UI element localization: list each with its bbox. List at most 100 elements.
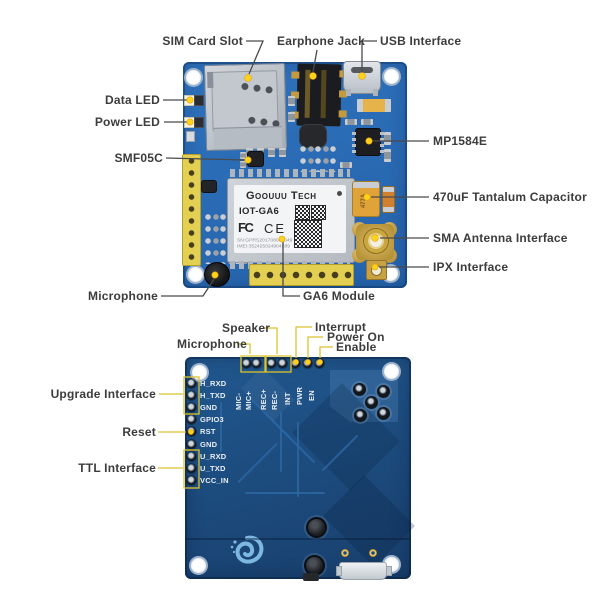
label-earphone-jack: Earphone Jack — [277, 34, 365, 48]
ce-mark: CE — [264, 221, 287, 236]
mp1584e-chip — [352, 129, 384, 155]
small-capacitor — [382, 186, 395, 213]
mount-hole — [384, 364, 399, 379]
earphone-jack — [290, 63, 348, 127]
tantalum-capacitor: 477A — [352, 181, 380, 217]
solder-joint — [377, 407, 390, 420]
transistor — [202, 181, 216, 192]
pin-h-rxd — [187, 379, 196, 388]
label-sim-card-slot: SIM Card Slot — [162, 34, 243, 48]
sim-card-slot — [203, 62, 288, 152]
pin-gnd2 — [187, 440, 196, 449]
bottom-connector — [303, 573, 319, 581]
pin-label: H_TXD — [200, 391, 226, 400]
sma-connector — [352, 220, 398, 264]
label-enable: Enable — [336, 340, 377, 354]
pin-label: INT — [283, 392, 292, 405]
label-ipx-interface: IPX Interface — [433, 260, 509, 274]
ga6-module-label: Goouuu Tech IOT-GA6 FC CE SN:GPRS2017080… — [234, 185, 346, 253]
solder-joint — [353, 383, 366, 396]
pin-pwr — [303, 359, 312, 368]
mount-hole — [186, 70, 201, 85]
pin-mic-plus — [252, 359, 261, 368]
standoff — [306, 517, 327, 538]
pin-u-txd — [187, 464, 196, 473]
mount-hole — [192, 365, 207, 380]
label-microphone-bottom: Microphone — [177, 337, 247, 351]
label-ga6-module: GA6 Module — [303, 289, 376, 303]
capacitor — [288, 112, 295, 122]
label-usb-interface: USB Interface — [380, 34, 462, 48]
pin-label: U_RXD — [200, 452, 227, 461]
passives-grid — [300, 146, 336, 172]
header-bottom — [249, 264, 354, 286]
usb-silhouette — [336, 562, 392, 580]
label-interrupt: Interrupt — [315, 320, 367, 334]
header-left — [182, 154, 201, 266]
gold-pad — [369, 549, 377, 557]
pin-gpio3 — [187, 415, 196, 424]
ga6-brand-text: Goouuu Tech — [246, 190, 317, 202]
pin-label: EN — [307, 390, 316, 401]
qr-code-small — [295, 205, 310, 220]
label-data-led: Data LED — [105, 93, 160, 107]
label-mp1584e: MP1584E — [433, 134, 488, 148]
pin-label: GND — [200, 440, 218, 449]
pin-label: U_TXD — [200, 464, 226, 473]
pin-en — [315, 359, 324, 368]
label-microphone-top: Microphone — [88, 289, 158, 303]
label-ttl-interface: TTL Interface — [78, 461, 156, 475]
mount-hole — [188, 267, 203, 282]
earphone-jack-barrel — [299, 124, 327, 148]
label-power-led: Power LED — [94, 115, 160, 129]
module-pads-top — [230, 169, 350, 177]
led-resistor — [194, 95, 204, 106]
pin-label: RST — [200, 427, 216, 436]
solder-joint — [354, 409, 367, 422]
label-reset: Reset — [122, 425, 156, 439]
pin-vcc-in — [187, 476, 196, 485]
gold-pad — [341, 549, 349, 557]
resistor — [345, 119, 357, 125]
label-sma-antenna: SMA Antenna Interface — [433, 231, 568, 245]
capacitor — [240, 161, 246, 168]
pin-label: MIC+ — [244, 391, 253, 410]
mount-hole — [191, 558, 206, 573]
label-smf05c: SMF05C — [114, 151, 163, 165]
pin-label: REC- — [270, 390, 279, 410]
bottom-board-photo: H_RXD H_TXD GND GPIO3 RST GND U_RXD U_TX… — [185, 357, 415, 581]
pin-h-txd — [187, 391, 196, 400]
label-speaker: Speaker — [222, 321, 271, 335]
capacitor — [288, 96, 295, 106]
ipx-connector — [366, 260, 387, 280]
smf05c-chip — [248, 152, 263, 166]
pin-int — [291, 359, 300, 368]
usb-connector — [343, 61, 381, 96]
goouuu-logo — [230, 535, 264, 564]
label-power-on: Power On — [327, 330, 385, 344]
pin-label: PWR — [295, 386, 304, 405]
mount-hole — [384, 69, 399, 84]
resistor — [340, 162, 352, 168]
sim-pad — [268, 148, 275, 157]
pin-label: GND — [200, 403, 218, 412]
small-part — [186, 131, 195, 142]
pin-rec-plus — [267, 359, 276, 368]
pin-label: GPIO3 — [200, 415, 224, 424]
pin-label: REC+ — [259, 388, 268, 410]
resistor — [361, 119, 373, 125]
pin-label: H_RXD — [200, 379, 227, 388]
sn-text: SN:GPRS201708062049 — [237, 237, 293, 243]
pin1-dot — [337, 191, 342, 196]
solder-joint — [377, 385, 390, 398]
label-tantalum-capacitor: 470uF Tantalum Capacitor — [433, 190, 587, 204]
qr-code-small — [311, 205, 326, 220]
pin-label: MIC- — [234, 392, 243, 410]
solder-joint — [365, 396, 378, 409]
resistor — [384, 149, 391, 162]
ga6-model-text: IOT-GA6 — [239, 206, 280, 217]
qr-code-large — [294, 220, 322, 248]
pin-u-rxd — [187, 452, 196, 461]
pin-label: VCC_IN — [200, 476, 229, 485]
